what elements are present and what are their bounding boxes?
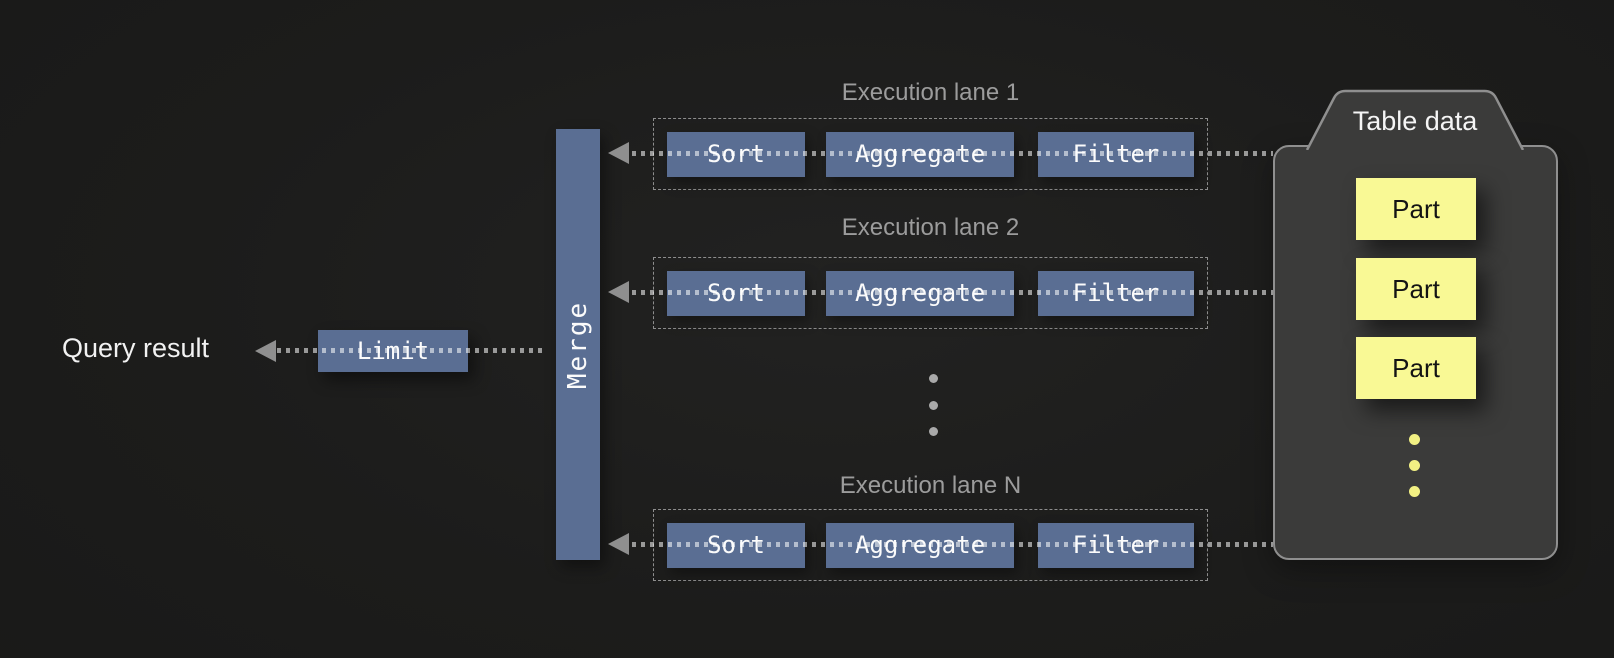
lanes-ellipsis-dot	[929, 401, 938, 410]
lane-1-title: Execution lane 1	[841, 79, 1020, 106]
left-arrowhead-icon	[608, 142, 629, 164]
lanes-ellipsis-dot	[929, 427, 938, 436]
table-data-container: Part Part Part	[1273, 145, 1558, 560]
lane-2-title: Execution lane 2	[841, 214, 1020, 241]
dotted-connector-lane-1	[632, 151, 1273, 156]
table-part-block: Part	[1356, 178, 1476, 240]
dotted-connector-lane-2	[632, 290, 1273, 295]
table-part-block: Part	[1356, 337, 1476, 399]
left-arrowhead-icon	[255, 340, 276, 362]
merge-label: Merge	[563, 300, 593, 389]
table-part-block: Part	[1356, 258, 1476, 320]
query-result-label: Query result	[62, 333, 210, 363]
merge-operator-box: Merge	[556, 129, 600, 560]
table-data-tab-shape	[1305, 89, 1525, 150]
left-arrowhead-icon	[608, 281, 629, 303]
lanes-ellipsis-dot	[929, 374, 938, 383]
parts-ellipsis-dot	[1409, 434, 1420, 445]
parts-ellipsis-dot	[1409, 486, 1420, 497]
parts-ellipsis-dot	[1409, 460, 1420, 471]
left-arrowhead-icon	[608, 533, 629, 555]
dotted-connector-limit	[277, 348, 546, 353]
dotted-connector-lane-n	[632, 542, 1273, 547]
lane-n-title: Execution lane N	[839, 472, 1022, 499]
table-data-title: Table data	[1352, 106, 1478, 136]
